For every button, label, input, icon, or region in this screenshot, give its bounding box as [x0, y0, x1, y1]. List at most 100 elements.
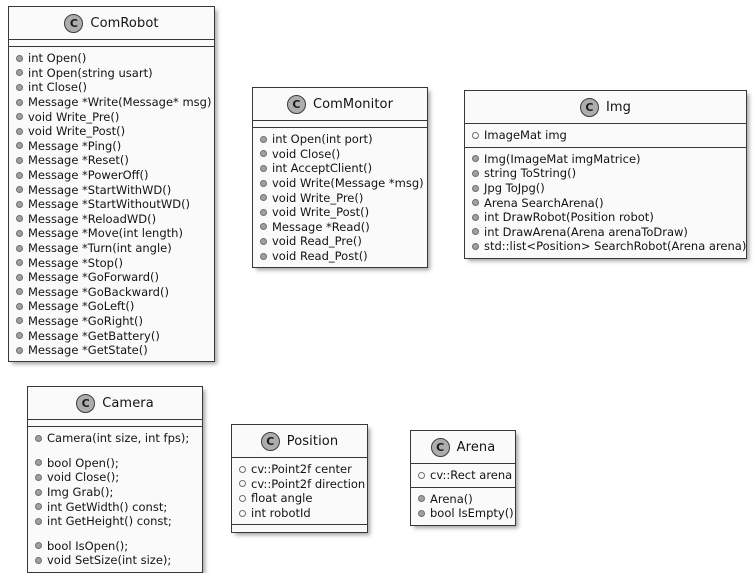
method-label: Arena SearchArena() [484, 195, 604, 210]
method-label: Message *Move(int length) [28, 226, 183, 241]
class-method: void Write_Pre() [253, 190, 427, 205]
class-method: void Write_Post() [9, 124, 214, 139]
visibility-package-icon [35, 459, 42, 467]
method-label: bool IsOpen(); [47, 538, 129, 553]
attribute-label: int robotId [251, 506, 311, 521]
method-label: Message *GoRight() [28, 313, 144, 328]
visibility-package-icon [260, 150, 267, 158]
method-label: Message *Stop() [28, 255, 123, 270]
visibility-package-icon [260, 135, 267, 143]
attributes-compartment: cv::Rect arena [411, 464, 515, 488]
visibility-package-icon [16, 98, 23, 106]
class-stereotype-icon: C [430, 437, 450, 457]
visibility-package-icon [16, 273, 23, 281]
class-method: Message *Reset() [9, 153, 214, 168]
visibility-public-icon [472, 131, 479, 139]
method-label: Message *Write(Message* msg) [28, 95, 212, 110]
method-label: int GetWidth() const; [47, 499, 168, 514]
class-method: Message *StartWithoutWD() [9, 197, 214, 212]
method-label: void Write_Post() [28, 124, 126, 139]
visibility-package-icon [16, 113, 23, 121]
visibility-package-icon [35, 517, 42, 525]
class-attribute: ImageMat img [465, 128, 746, 143]
method-label: void Write_Pre() [28, 109, 120, 124]
class-attribute: int robotId [232, 506, 367, 521]
visibility-package-icon [260, 237, 267, 245]
visibility-package-icon [472, 155, 479, 163]
method-label: Message *StartWithWD() [28, 182, 172, 197]
method-label: string ToString() [484, 166, 577, 181]
visibility-package-icon [16, 302, 23, 310]
attribute-label: ImageMat img [484, 128, 567, 143]
class-method: void SetSize(int size); [28, 553, 202, 568]
class-method: void Close(); [28, 470, 202, 485]
visibility-package-icon [16, 142, 23, 150]
visibility-package-icon [16, 200, 23, 208]
class-method: Message *PowerOff() [9, 168, 214, 183]
visibility-public-icon [239, 494, 246, 502]
class-stereotype-icon: C [76, 393, 96, 413]
member-spacer [28, 529, 202, 539]
class-method: Message *Read() [253, 220, 427, 235]
visibility-package-icon [16, 69, 23, 77]
method-label: int GetHeight() const; [47, 514, 172, 529]
attribute-label: cv::Point2f center [251, 462, 352, 477]
class-method: int DrawArena(Arena arenaToDraw) [465, 225, 746, 240]
member-spacer [28, 446, 202, 456]
visibility-package-icon [260, 208, 267, 216]
class-method: Arena SearchArena() [465, 195, 746, 210]
class-method: Message *GoRight() [9, 314, 214, 329]
visibility-package-icon [35, 556, 42, 564]
class-stereotype-icon: C [286, 94, 306, 114]
visibility-package-icon [472, 199, 479, 207]
class-method: int Open(int port) [253, 132, 427, 147]
method-label: Message *StartWithoutWD() [28, 197, 191, 212]
visibility-public-icon [239, 509, 246, 517]
class-method: Message *Turn(int angle) [9, 241, 214, 256]
method-label: bool IsEmpty() [430, 506, 514, 521]
method-label: Message *ReloadWD() [28, 211, 157, 226]
attributes-compartment [9, 40, 214, 47]
method-label: int DrawRobot(Position robot) [484, 210, 654, 225]
class-method: Message *ReloadWD() [9, 212, 214, 227]
class-method: Message *GoForward() [9, 270, 214, 285]
class-attribute: cv::Point2f center [232, 462, 367, 477]
method-label: Message *GoLeft() [28, 299, 135, 314]
method-label: void SetSize(int size); [47, 553, 172, 568]
class-method: Message *GetBattery() [9, 328, 214, 343]
class-method: void Write_Post() [253, 205, 427, 220]
class-attribute: float angle [232, 491, 367, 506]
visibility-package-icon [35, 473, 42, 481]
method-label: Img Grab(); [47, 485, 114, 500]
class-name: Arena [456, 439, 496, 455]
visibility-package-icon [35, 434, 42, 442]
visibility-package-icon [472, 242, 479, 250]
method-label: int Open(int port) [272, 132, 373, 147]
class-stereotype-icon: C [64, 13, 84, 33]
class-method: int Open(string usart) [9, 66, 214, 81]
visibility-package-icon [418, 509, 425, 517]
method-label: Message *Ping() [28, 138, 122, 153]
class-method: Arena() [411, 492, 515, 507]
class-method: bool IsEmpty() [411, 506, 515, 521]
class-method: int DrawRobot(Position robot) [465, 210, 746, 225]
method-label: void Write(Message *msg) [272, 176, 424, 191]
class-name: Position [286, 433, 339, 449]
class-name: Img [605, 99, 632, 115]
visibility-package-icon [16, 229, 23, 237]
visibility-package-icon [472, 213, 479, 221]
class-method: Message *GoBackward() [9, 285, 214, 300]
method-label: Message *PowerOff() [28, 168, 149, 183]
attribute-label: cv::Point2f direction [251, 476, 366, 491]
method-label: Message *GetBattery() [28, 328, 160, 343]
class-method: Img(ImageMat imgMatrice) [465, 152, 746, 167]
class-name: Camera [102, 395, 154, 411]
